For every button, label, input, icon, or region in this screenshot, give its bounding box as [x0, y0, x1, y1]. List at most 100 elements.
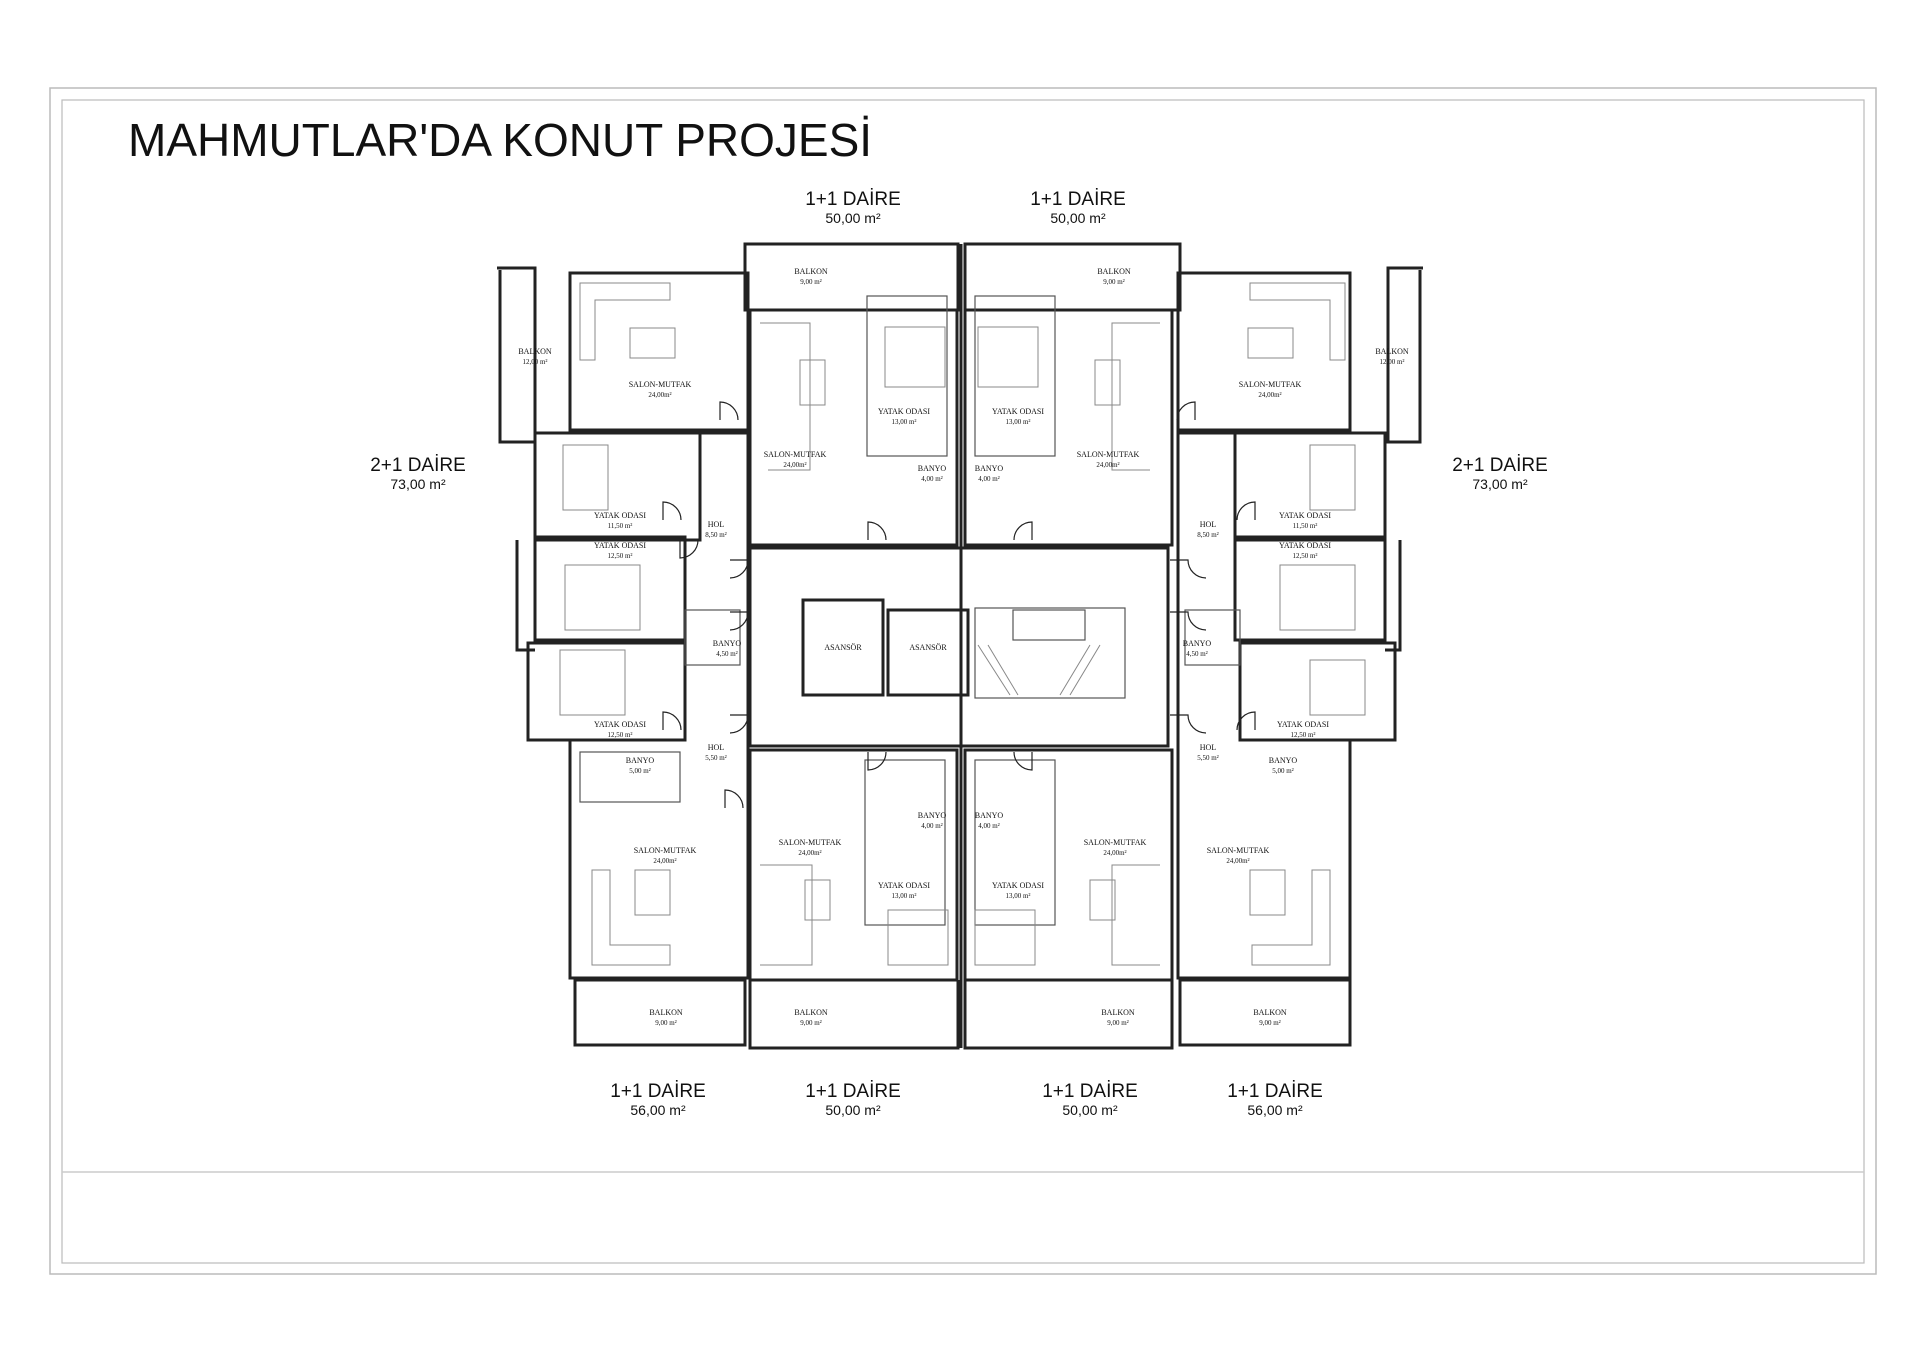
svg-text:SALON-MUTFAK: SALON-MUTFAK — [779, 838, 842, 847]
svg-text:YATAK ODASI: YATAK ODASI — [878, 881, 930, 890]
svg-text:24,00m²: 24,00m² — [1103, 849, 1126, 857]
svg-text:BANYO: BANYO — [1269, 756, 1298, 765]
unit-type: 1+1 DAİRE — [805, 1081, 901, 1102]
svg-text:4,00 m²: 4,00 m² — [921, 475, 943, 483]
svg-text:13,00 m²: 13,00 m² — [1005, 892, 1030, 900]
svg-text:9,00 m²: 9,00 m² — [655, 1019, 677, 1027]
unit-type: 1+1 DAİRE — [1030, 189, 1126, 210]
svg-text:4,00 m²: 4,00 m² — [921, 822, 943, 830]
svg-text:BANYO: BANYO — [1183, 639, 1212, 648]
unit-area: 50,00 m² — [1062, 1102, 1118, 1118]
unit-label-top-right: 1+1 DAİRE 50,00 m² — [1030, 189, 1126, 226]
unit-area: 50,00 m² — [825, 210, 881, 226]
unit-label-bottom-2: 1+1 DAİRE 50,00 m² — [805, 1081, 901, 1118]
svg-text:24,00m²: 24,00m² — [798, 849, 821, 857]
unit-label-bottom-1: 1+1 DAİRE 56,00 m² — [610, 1081, 706, 1118]
svg-text:12,00 m²: 12,00 m² — [522, 358, 547, 366]
unit-label-left: 2+1 DAİRE 73,00 m² — [370, 455, 466, 492]
unit-label-right: 2+1 DAİRE 73,00 m² — [1452, 455, 1548, 492]
doors — [662, 401, 1256, 809]
svg-text:24,00m²: 24,00m² — [1096, 461, 1119, 469]
svg-text:8,50 m²: 8,50 m² — [705, 531, 727, 539]
svg-text:4,00 m²: 4,00 m² — [978, 822, 1000, 830]
unit-type: 2+1 DAİRE — [1452, 455, 1548, 476]
unit-label-bottom-4: 1+1 DAİRE 56,00 m² — [1227, 1081, 1323, 1118]
svg-text:SALON-MUTFAK: SALON-MUTFAK — [1077, 450, 1140, 459]
outer-frame — [49, 87, 1877, 1275]
room-label: SALON-MUTFAK 24,00m² — [1077, 450, 1140, 469]
svg-text:24,00m²: 24,00m² — [783, 461, 806, 469]
room-label: BALKON 9,00 m² — [1101, 1008, 1135, 1027]
svg-text:HOL: HOL — [1200, 743, 1217, 752]
room-label: BALKON 9,00 m² — [1253, 1008, 1287, 1027]
unit-area: 50,00 m² — [825, 1102, 881, 1118]
room-label: YATAK ODASI 13,00 m² — [878, 407, 930, 426]
svg-text:9,00 m²: 9,00 m² — [1259, 1019, 1281, 1027]
svg-text:BALKON: BALKON — [518, 347, 552, 356]
svg-text:YATAK ODASI: YATAK ODASI — [594, 511, 646, 520]
furniture — [559, 282, 1366, 966]
svg-text:11,50 m²: 11,50 m² — [608, 522, 633, 530]
room-label: YATAK ODASI 11,50 m² — [1279, 511, 1331, 530]
svg-text:12,50 m²: 12,50 m² — [1292, 552, 1317, 560]
svg-text:9,00 m²: 9,00 m² — [1103, 278, 1125, 286]
svg-text:11,50 m²: 11,50 m² — [1293, 522, 1318, 530]
page-title: MAHMUTLAR'DA KONUT PROJESİ — [128, 114, 872, 166]
svg-text:12,50 m²: 12,50 m² — [607, 552, 632, 560]
room-label: BALKON 12,00 m² — [518, 347, 552, 366]
svg-text:BALKON: BALKON — [1253, 1008, 1287, 1017]
svg-text:5,00 m²: 5,00 m² — [1272, 767, 1294, 775]
room-label: HOL 8,50 m² — [705, 520, 727, 539]
room-label: BALKON 9,00 m² — [649, 1008, 683, 1027]
svg-text:24,00m²: 24,00m² — [648, 391, 671, 399]
svg-text:YATAK ODASI: YATAK ODASI — [1277, 720, 1329, 729]
unit-area: 56,00 m² — [1247, 1102, 1303, 1118]
svg-text:9,00 m²: 9,00 m² — [800, 1019, 822, 1027]
room-label: SALON-MUTFAK 24,00m² — [779, 838, 842, 857]
svg-text:24,00m²: 24,00m² — [1258, 391, 1281, 399]
svg-text:13,00 m²: 13,00 m² — [891, 892, 916, 900]
svg-text:YATAK ODASI: YATAK ODASI — [992, 881, 1044, 890]
svg-text:YATAK ODASI: YATAK ODASI — [1279, 511, 1331, 520]
svg-text:BALKON: BALKON — [794, 267, 828, 276]
unit-type: 2+1 DAİRE — [370, 455, 466, 476]
room-label: YATAK ODASI 13,00 m² — [992, 881, 1044, 900]
svg-text:BANYO: BANYO — [713, 639, 742, 648]
svg-text:9,00 m²: 9,00 m² — [1107, 1019, 1129, 1027]
svg-text:13,00 m²: 13,00 m² — [891, 418, 916, 426]
elevator-1-label: ASANSÖR — [824, 643, 862, 652]
svg-text:HOL: HOL — [708, 520, 725, 529]
svg-text:YATAK ODASI: YATAK ODASI — [992, 407, 1044, 416]
svg-text:BALKON: BALKON — [1101, 1008, 1135, 1017]
room-label: BANYO 4,00 m² — [918, 811, 947, 830]
svg-text:BANYO: BANYO — [918, 464, 947, 473]
unit-type: 1+1 DAİRE — [610, 1081, 706, 1102]
room-label: YATAK ODASI 13,00 m² — [878, 881, 930, 900]
svg-text:BANYO: BANYO — [918, 811, 947, 820]
unit-area: 50,00 m² — [1050, 210, 1106, 226]
svg-text:YATAK ODASI: YATAK ODASI — [878, 407, 930, 416]
svg-text:BALKON: BALKON — [649, 1008, 683, 1017]
svg-text:BANYO: BANYO — [975, 811, 1004, 820]
unit-label-bottom-3: 1+1 DAİRE 50,00 m² — [1042, 1081, 1138, 1118]
svg-text:8,50 m²: 8,50 m² — [1197, 531, 1219, 539]
svg-text:SALON-MUTFAK: SALON-MUTFAK — [629, 380, 692, 389]
svg-text:SALON-MUTFAK: SALON-MUTFAK — [1207, 846, 1270, 855]
svg-text:9,00 m²: 9,00 m² — [800, 278, 822, 286]
svg-text:YATAK ODASI: YATAK ODASI — [594, 720, 646, 729]
